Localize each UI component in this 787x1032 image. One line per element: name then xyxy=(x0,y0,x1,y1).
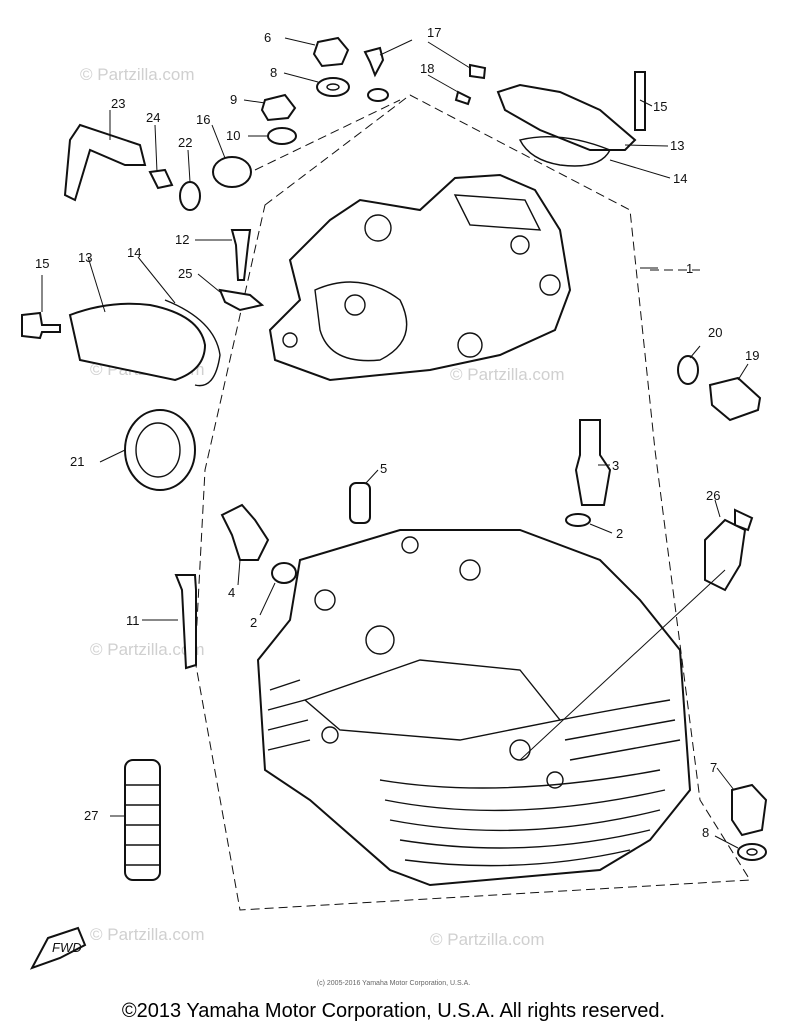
callout-19: 19 xyxy=(745,348,759,363)
callout-11: 11 xyxy=(126,613,140,628)
cap-nut xyxy=(731,783,768,837)
screw xyxy=(454,90,472,106)
bolt xyxy=(634,71,646,131)
cylinder-head xyxy=(256,529,692,887)
watermark: © Partzilla.com xyxy=(430,930,545,949)
rocker-arm xyxy=(63,123,147,202)
callout-16: 16 xyxy=(196,112,210,127)
spring xyxy=(148,168,174,190)
cover xyxy=(68,302,207,382)
callouts: 6 8 9 10 16 17 18 15 13 14 23 24 22 12 2… xyxy=(35,25,759,840)
o-ring xyxy=(565,513,591,527)
callout-22: 22 xyxy=(178,135,192,150)
head-cover xyxy=(268,173,572,382)
valve-guide xyxy=(574,419,612,506)
assembly-outline xyxy=(194,94,751,911)
callout-13: 13 xyxy=(670,138,684,153)
gasket xyxy=(518,136,611,167)
watermark: © Partzilla.com xyxy=(90,925,205,944)
clip xyxy=(218,288,265,312)
callout-13-left: 13 xyxy=(78,250,92,265)
o-ring xyxy=(271,562,297,584)
fwd-arrow: FWD xyxy=(29,926,87,970)
callout-8-lower: 8 xyxy=(702,825,709,840)
callout-2-left: 2 xyxy=(250,615,257,630)
callout-2-right: 2 xyxy=(616,526,623,541)
tube xyxy=(349,482,371,524)
callout-25: 25 xyxy=(178,266,192,281)
callout-27: 27 xyxy=(84,808,98,823)
drain-plug xyxy=(708,376,762,422)
callout-24: 24 xyxy=(146,110,160,125)
oil-seal xyxy=(179,181,201,211)
bolt xyxy=(469,63,487,80)
callout-18: 18 xyxy=(420,61,434,76)
cap-nut xyxy=(312,36,350,68)
callout-10: 10 xyxy=(226,128,240,143)
callout-14-left: 14 xyxy=(127,245,141,260)
callout-21: 21 xyxy=(70,454,84,469)
callout-17: 17 xyxy=(427,25,441,40)
callout-3: 3 xyxy=(612,458,619,473)
nut xyxy=(260,93,297,122)
small-parts xyxy=(21,36,768,881)
washer xyxy=(367,88,389,102)
copyright-notice: ©2013 Yamaha Motor Corporation, U.S.A. A… xyxy=(121,1000,666,1022)
gasket xyxy=(164,299,221,387)
washer xyxy=(267,127,297,145)
callout-6: 6 xyxy=(264,30,271,45)
callout-7: 7 xyxy=(710,760,717,775)
fwd-label: FWD xyxy=(52,940,82,955)
watermark: © Partzilla.com xyxy=(90,640,205,659)
stud xyxy=(124,759,161,881)
callout-23: 23 xyxy=(111,96,125,111)
callout-9: 9 xyxy=(230,92,237,107)
callout-8: 8 xyxy=(270,65,277,80)
bolt xyxy=(174,574,197,670)
leader-lines xyxy=(41,37,749,849)
callout-15-left: 15 xyxy=(35,256,49,271)
washer xyxy=(677,355,699,385)
callout-14: 14 xyxy=(673,171,687,186)
watermark: © Partzilla.com xyxy=(80,65,195,84)
callout-15: 15 xyxy=(653,99,667,114)
callout-5: 5 xyxy=(380,461,387,476)
washer xyxy=(737,843,767,861)
valve-guide xyxy=(220,503,270,561)
callout-4: 4 xyxy=(228,585,235,600)
washer xyxy=(316,77,350,97)
callout-1: 1 xyxy=(686,261,693,276)
cover xyxy=(496,83,637,151)
bolt xyxy=(363,46,385,78)
small-notice: (c) 2005-2016 Yamaha Motor Corporation, … xyxy=(316,980,471,987)
callout-26: 26 xyxy=(706,488,720,503)
callout-20: 20 xyxy=(708,325,722,340)
spark-plug xyxy=(704,518,747,592)
callout-12: 12 xyxy=(175,232,189,247)
plug xyxy=(212,156,252,188)
bolt xyxy=(21,311,61,340)
watermark: © Partzilla.com xyxy=(450,365,565,384)
bolt xyxy=(230,229,252,281)
